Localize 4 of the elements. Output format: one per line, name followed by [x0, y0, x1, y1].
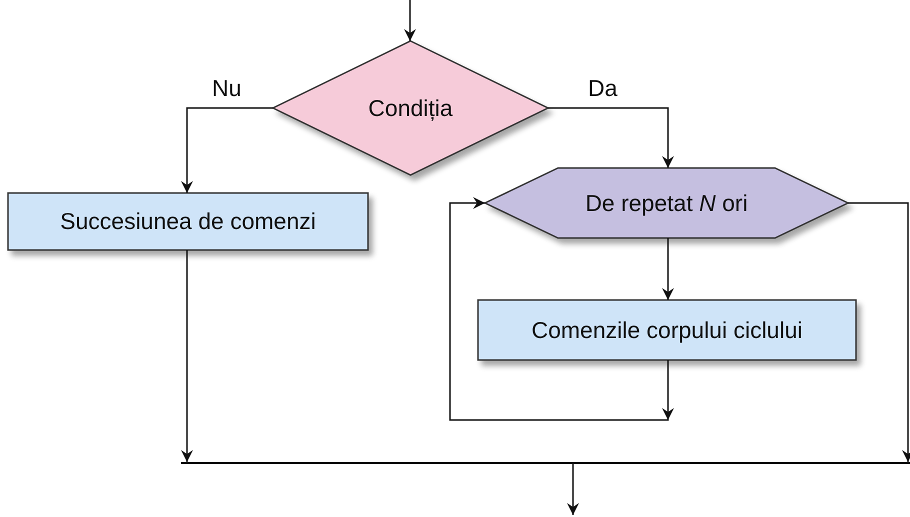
node-label: Succesiunea de comenzi	[60, 208, 316, 235]
node-label: De repetat N ori	[585, 190, 748, 216]
node-label: Comenzile corpului ciclului	[531, 316, 802, 344]
node-label: Condiția	[368, 94, 453, 122]
